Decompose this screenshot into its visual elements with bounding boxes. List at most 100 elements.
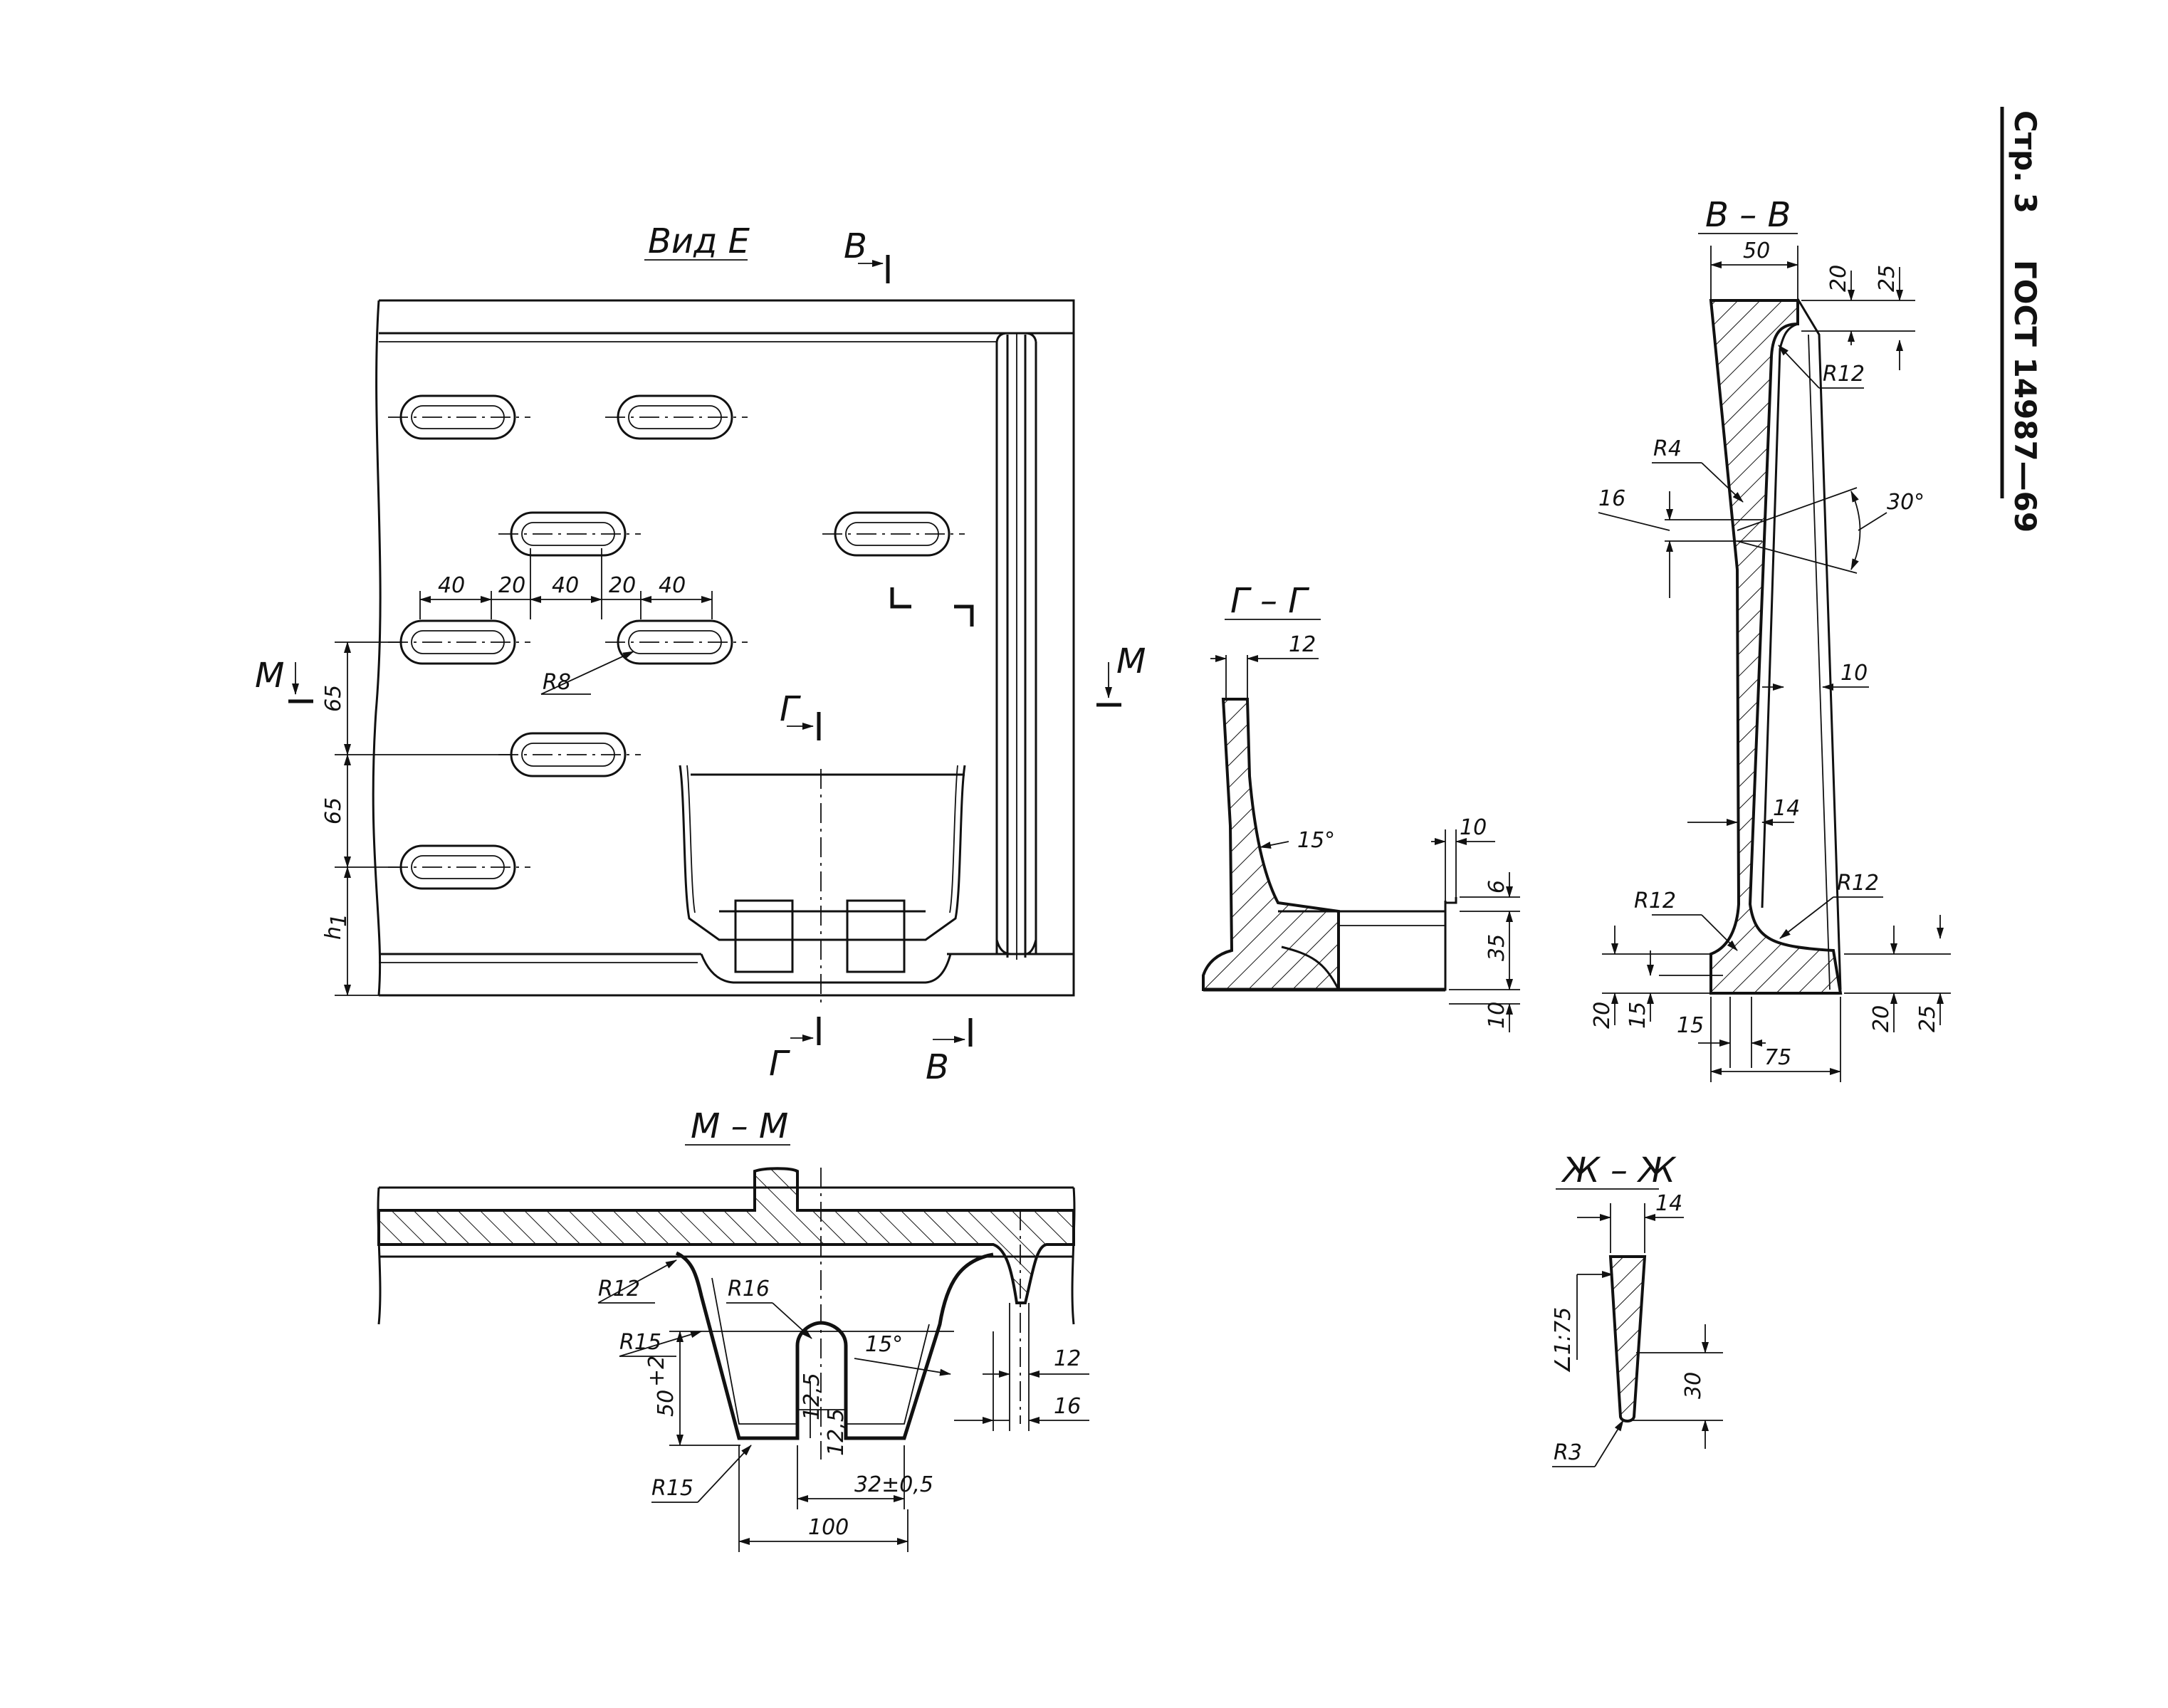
section-mm-plate <box>377 1167 1075 1304</box>
svg-text:50: 50 <box>654 1390 679 1417</box>
slot <box>388 394 530 440</box>
plate-outline <box>379 299 1075 997</box>
section-zhzh-title: Ж – Ж <box>1561 1151 1677 1190</box>
slot <box>605 394 748 440</box>
svg-text:40: 40 <box>659 573 686 598</box>
svg-text:15: 15 <box>1625 1002 1650 1029</box>
svg-text:35: 35 <box>1484 934 1509 961</box>
svg-text:15°: 15° <box>1297 828 1335 853</box>
svg-text:20: 20 <box>1590 1002 1615 1029</box>
svg-text:16: 16 <box>1598 486 1625 511</box>
section-gg-title: Г – Г <box>1230 581 1309 621</box>
svg-text:М: М <box>255 656 284 696</box>
rib-bottom-fillet <box>995 939 1037 955</box>
svg-text:h: h <box>321 926 346 940</box>
section-marker-m-right: М <box>1096 641 1146 707</box>
svg-text:25: 25 <box>1915 1005 1940 1032</box>
svg-text:R3: R3 <box>1554 1440 1582 1465</box>
svg-text:6: 6 <box>1484 880 1509 894</box>
section-vv: В – В 50 20 25 R12 R4 16 30° <box>1590 195 1951 1082</box>
vertical-rib <box>995 335 1037 958</box>
svg-text:30: 30 <box>1681 1372 1706 1399</box>
slot <box>498 732 641 777</box>
section-mm: М – М R12 R16 R15 15° 12 16 <box>377 1106 1089 1552</box>
svg-text:R12: R12 <box>1823 362 1865 387</box>
section-corner-left <box>890 587 911 609</box>
svg-text:12,5: 12,5 <box>800 1373 824 1420</box>
section-gg: Г – Г 12 15° 10 6 35 10 <box>1202 581 1520 1032</box>
page-header: Стр. 3 ГОСТ 14987—69 <box>2000 107 2043 533</box>
slot <box>388 619 530 665</box>
section-marker-v-bottom: В <box>926 1018 973 1087</box>
svg-text:В: В <box>926 1047 949 1087</box>
svg-text:15°: 15° <box>865 1332 903 1357</box>
svg-text:25: 25 <box>1875 265 1900 292</box>
section-marker-m-left: М <box>255 656 313 703</box>
section-zhzh-profile <box>1608 1255 1647 1423</box>
section-mm-pocket <box>675 1251 994 1440</box>
section-vv-inner-line <box>1808 334 1831 990</box>
svg-text:R12: R12 <box>598 1277 640 1301</box>
svg-text:Г: Г <box>769 1044 790 1084</box>
section-vv-outer-edge <box>1761 298 1842 990</box>
svg-text:40: 40 <box>552 573 579 598</box>
slots <box>388 394 965 890</box>
section-gg-profile <box>1202 698 1340 991</box>
section-gg-right-wall <box>1444 897 1457 990</box>
svg-text:32±0,5: 32±0,5 <box>854 1472 933 1497</box>
slot <box>822 511 965 557</box>
svg-text:Г: Г <box>780 689 801 729</box>
svg-text:20: 20 <box>609 573 636 598</box>
section-marker-g-top: Г <box>780 689 821 740</box>
svg-text:R12: R12 <box>1634 889 1676 913</box>
rib-top-fillet <box>995 332 1037 342</box>
svg-text:10: 10 <box>1460 815 1487 840</box>
section-marker-g-bottom: Г <box>769 1017 821 1084</box>
svg-text:12: 12 <box>1054 1346 1081 1371</box>
section-mm-title: М – М <box>691 1106 788 1146</box>
section-marker-v-top: В <box>844 226 890 283</box>
svg-text:+2: +2 <box>644 1356 669 1387</box>
svg-text:65: 65 <box>321 685 346 712</box>
slot <box>388 844 530 890</box>
svg-text:75: 75 <box>1764 1045 1791 1070</box>
svg-text:100: 100 <box>808 1515 849 1540</box>
pocket <box>679 765 966 1004</box>
svg-text:65: 65 <box>321 797 346 824</box>
svg-text:12: 12 <box>1289 632 1316 657</box>
svg-text:R12: R12 <box>1837 871 1879 896</box>
slot <box>498 511 641 557</box>
section-mm-break-right <box>1071 1187 1076 1325</box>
slot <box>605 619 748 665</box>
svg-text:20: 20 <box>1869 1005 1894 1032</box>
svg-text:16: 16 <box>1054 1394 1081 1419</box>
svg-text:∠1:75: ∠1:75 <box>1551 1307 1576 1374</box>
svg-text:14: 14 <box>1655 1191 1682 1216</box>
svg-text:М: М <box>1116 641 1146 681</box>
section-vv-title: В – В <box>1705 195 1791 235</box>
svg-text:R16: R16 <box>728 1277 770 1301</box>
svg-text:R4: R4 <box>1653 436 1682 461</box>
svg-text:R8: R8 <box>543 670 571 695</box>
svg-text:12,5: 12,5 <box>824 1408 849 1456</box>
svg-text:30°: 30° <box>1887 490 1925 515</box>
svg-text:50: 50 <box>1743 239 1770 263</box>
svg-text:20: 20 <box>1826 265 1851 292</box>
view-e-dimensions: 40 20 40 20 40 65 65 h 1 R8 <box>321 548 713 996</box>
section-mm-break-left <box>377 1187 382 1325</box>
view-e: Вид Е <box>255 221 1146 1087</box>
section-corner-right <box>954 604 974 627</box>
svg-text:40: 40 <box>438 573 465 598</box>
svg-text:14: 14 <box>1773 796 1800 821</box>
svg-text:R15: R15 <box>651 1476 693 1501</box>
section-zhzh: Ж – Ж 14 ∠1:75 30 R3 <box>1551 1151 1723 1467</box>
svg-text:10: 10 <box>1484 1002 1509 1029</box>
standard-number: ГОСТ 14987—69 <box>2008 260 2043 533</box>
section-vv-profile <box>1709 299 1843 995</box>
page-number: Стр. 3 <box>2008 110 2043 214</box>
svg-text:В: В <box>844 226 867 266</box>
svg-text:20: 20 <box>498 573 525 598</box>
svg-text:10: 10 <box>1840 661 1868 686</box>
svg-text:R15: R15 <box>619 1330 661 1355</box>
